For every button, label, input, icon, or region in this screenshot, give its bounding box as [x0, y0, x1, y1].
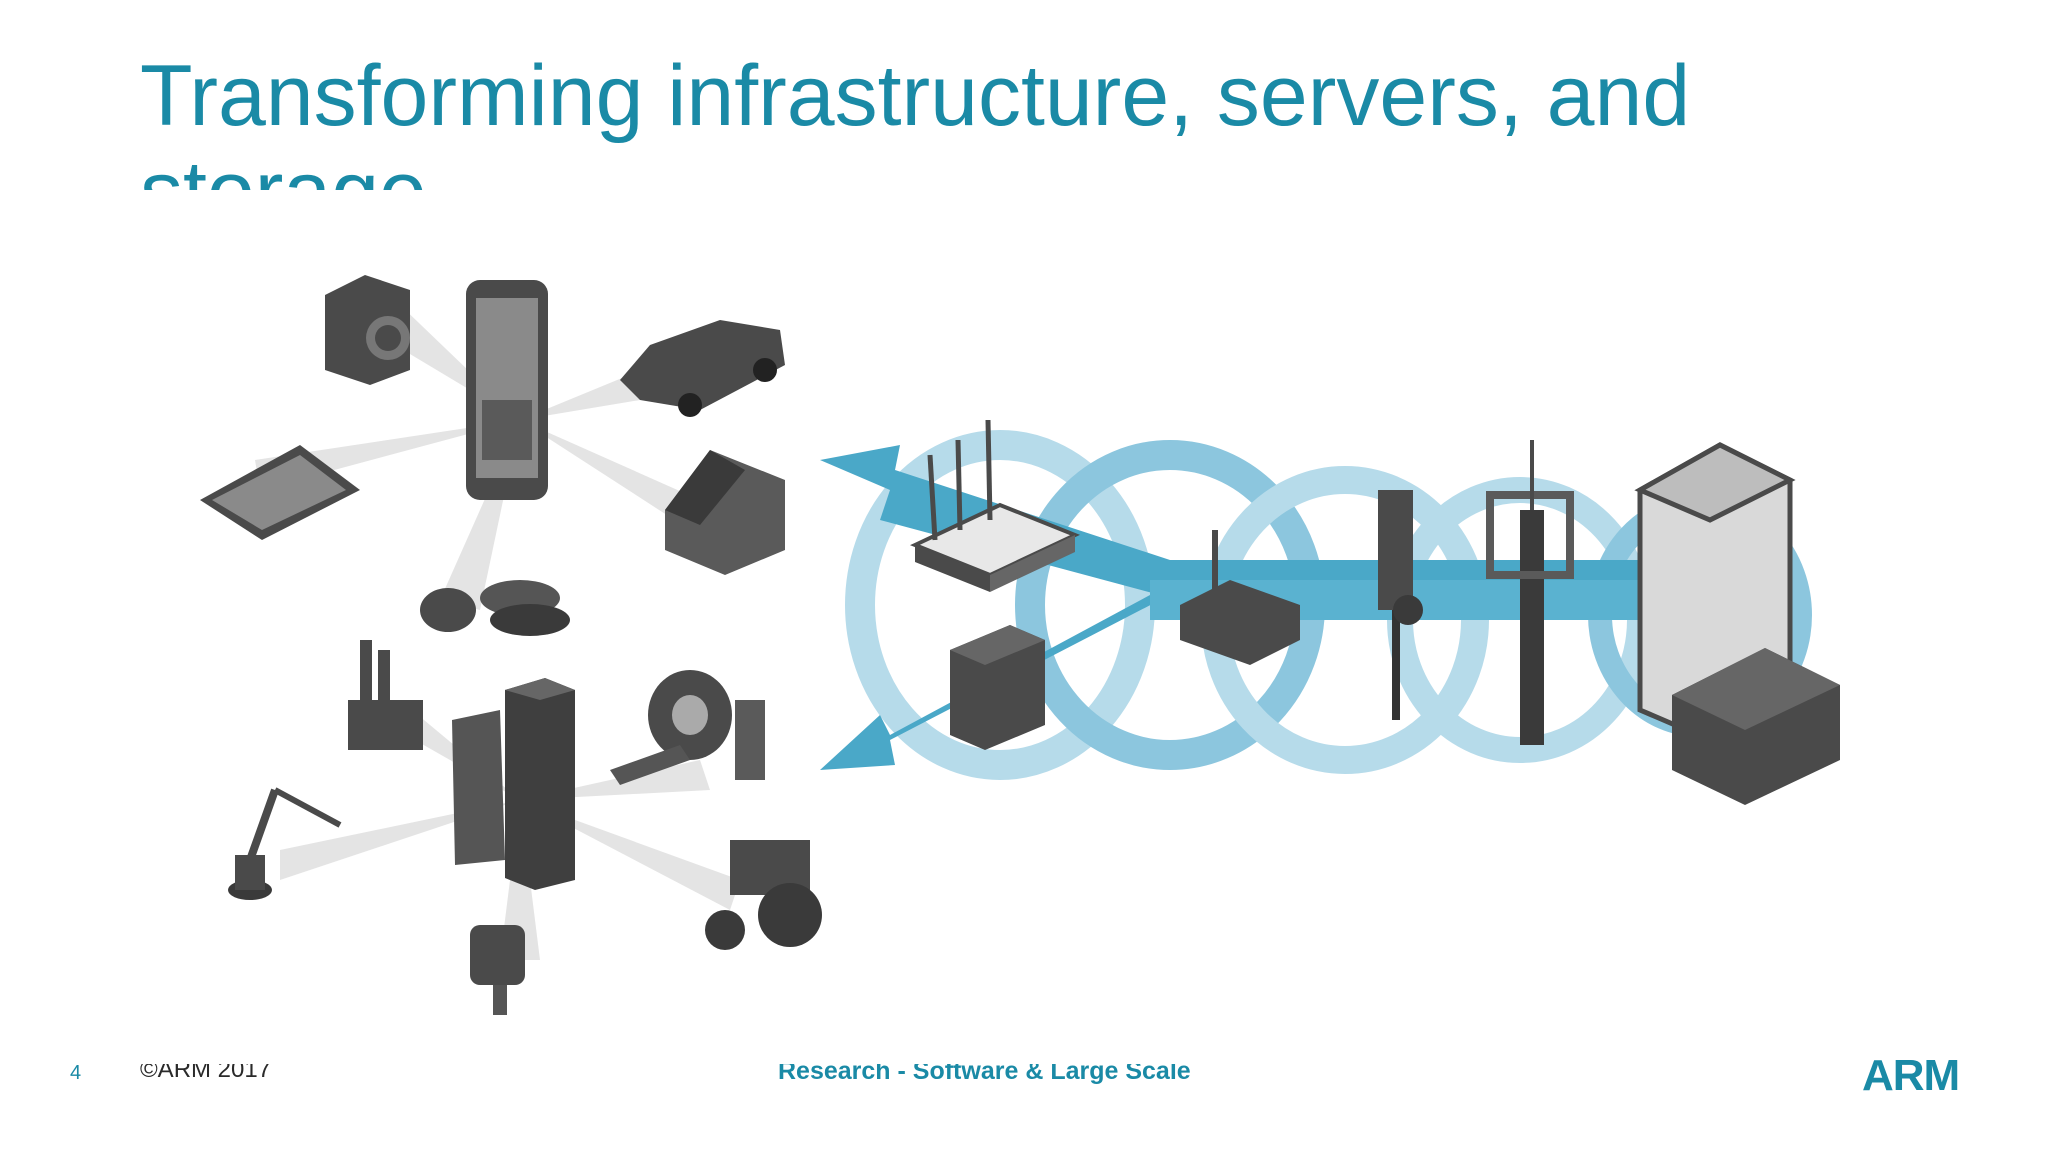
gateway-icon	[1180, 530, 1300, 665]
arm-logo: ARM	[1862, 1051, 1960, 1100]
factory-icon	[348, 640, 423, 750]
tractor-icon	[705, 840, 822, 950]
smartphone-icon	[466, 280, 548, 500]
washing-machine-icon	[325, 275, 410, 385]
title-area: Transforming infrastructure, servers, an…	[140, 48, 1940, 190]
small-cell-antenna-icon	[1378, 490, 1423, 720]
copyright-text: ©ARM 2017	[140, 1064, 272, 1083]
copyright-area: ©ARM 2017	[140, 1064, 300, 1084]
tablet-icon	[200, 445, 360, 540]
wifi-router-icon	[909, 419, 1081, 592]
house-icon	[665, 450, 785, 575]
footer-area: Research - Software & Large Scale System…	[778, 1064, 1278, 1086]
server-rack-icon	[1634, 442, 1840, 805]
smartwatch-shoes-icon	[420, 580, 570, 636]
mri-scanner-icon	[610, 670, 765, 785]
page-title: Transforming infrastructure, servers, an…	[140, 48, 1691, 190]
slide-number: 4	[70, 1062, 82, 1084]
car-icon	[620, 320, 785, 417]
cell-tower-icon	[1486, 440, 1574, 745]
robot-arm-icon	[228, 787, 342, 900]
wearable-camera-icon	[470, 925, 525, 1015]
modem-icon	[950, 625, 1045, 750]
office-buildings-icon	[452, 678, 575, 890]
footer-department-text: Research - Software & Large Scale System…	[778, 1064, 1191, 1086]
